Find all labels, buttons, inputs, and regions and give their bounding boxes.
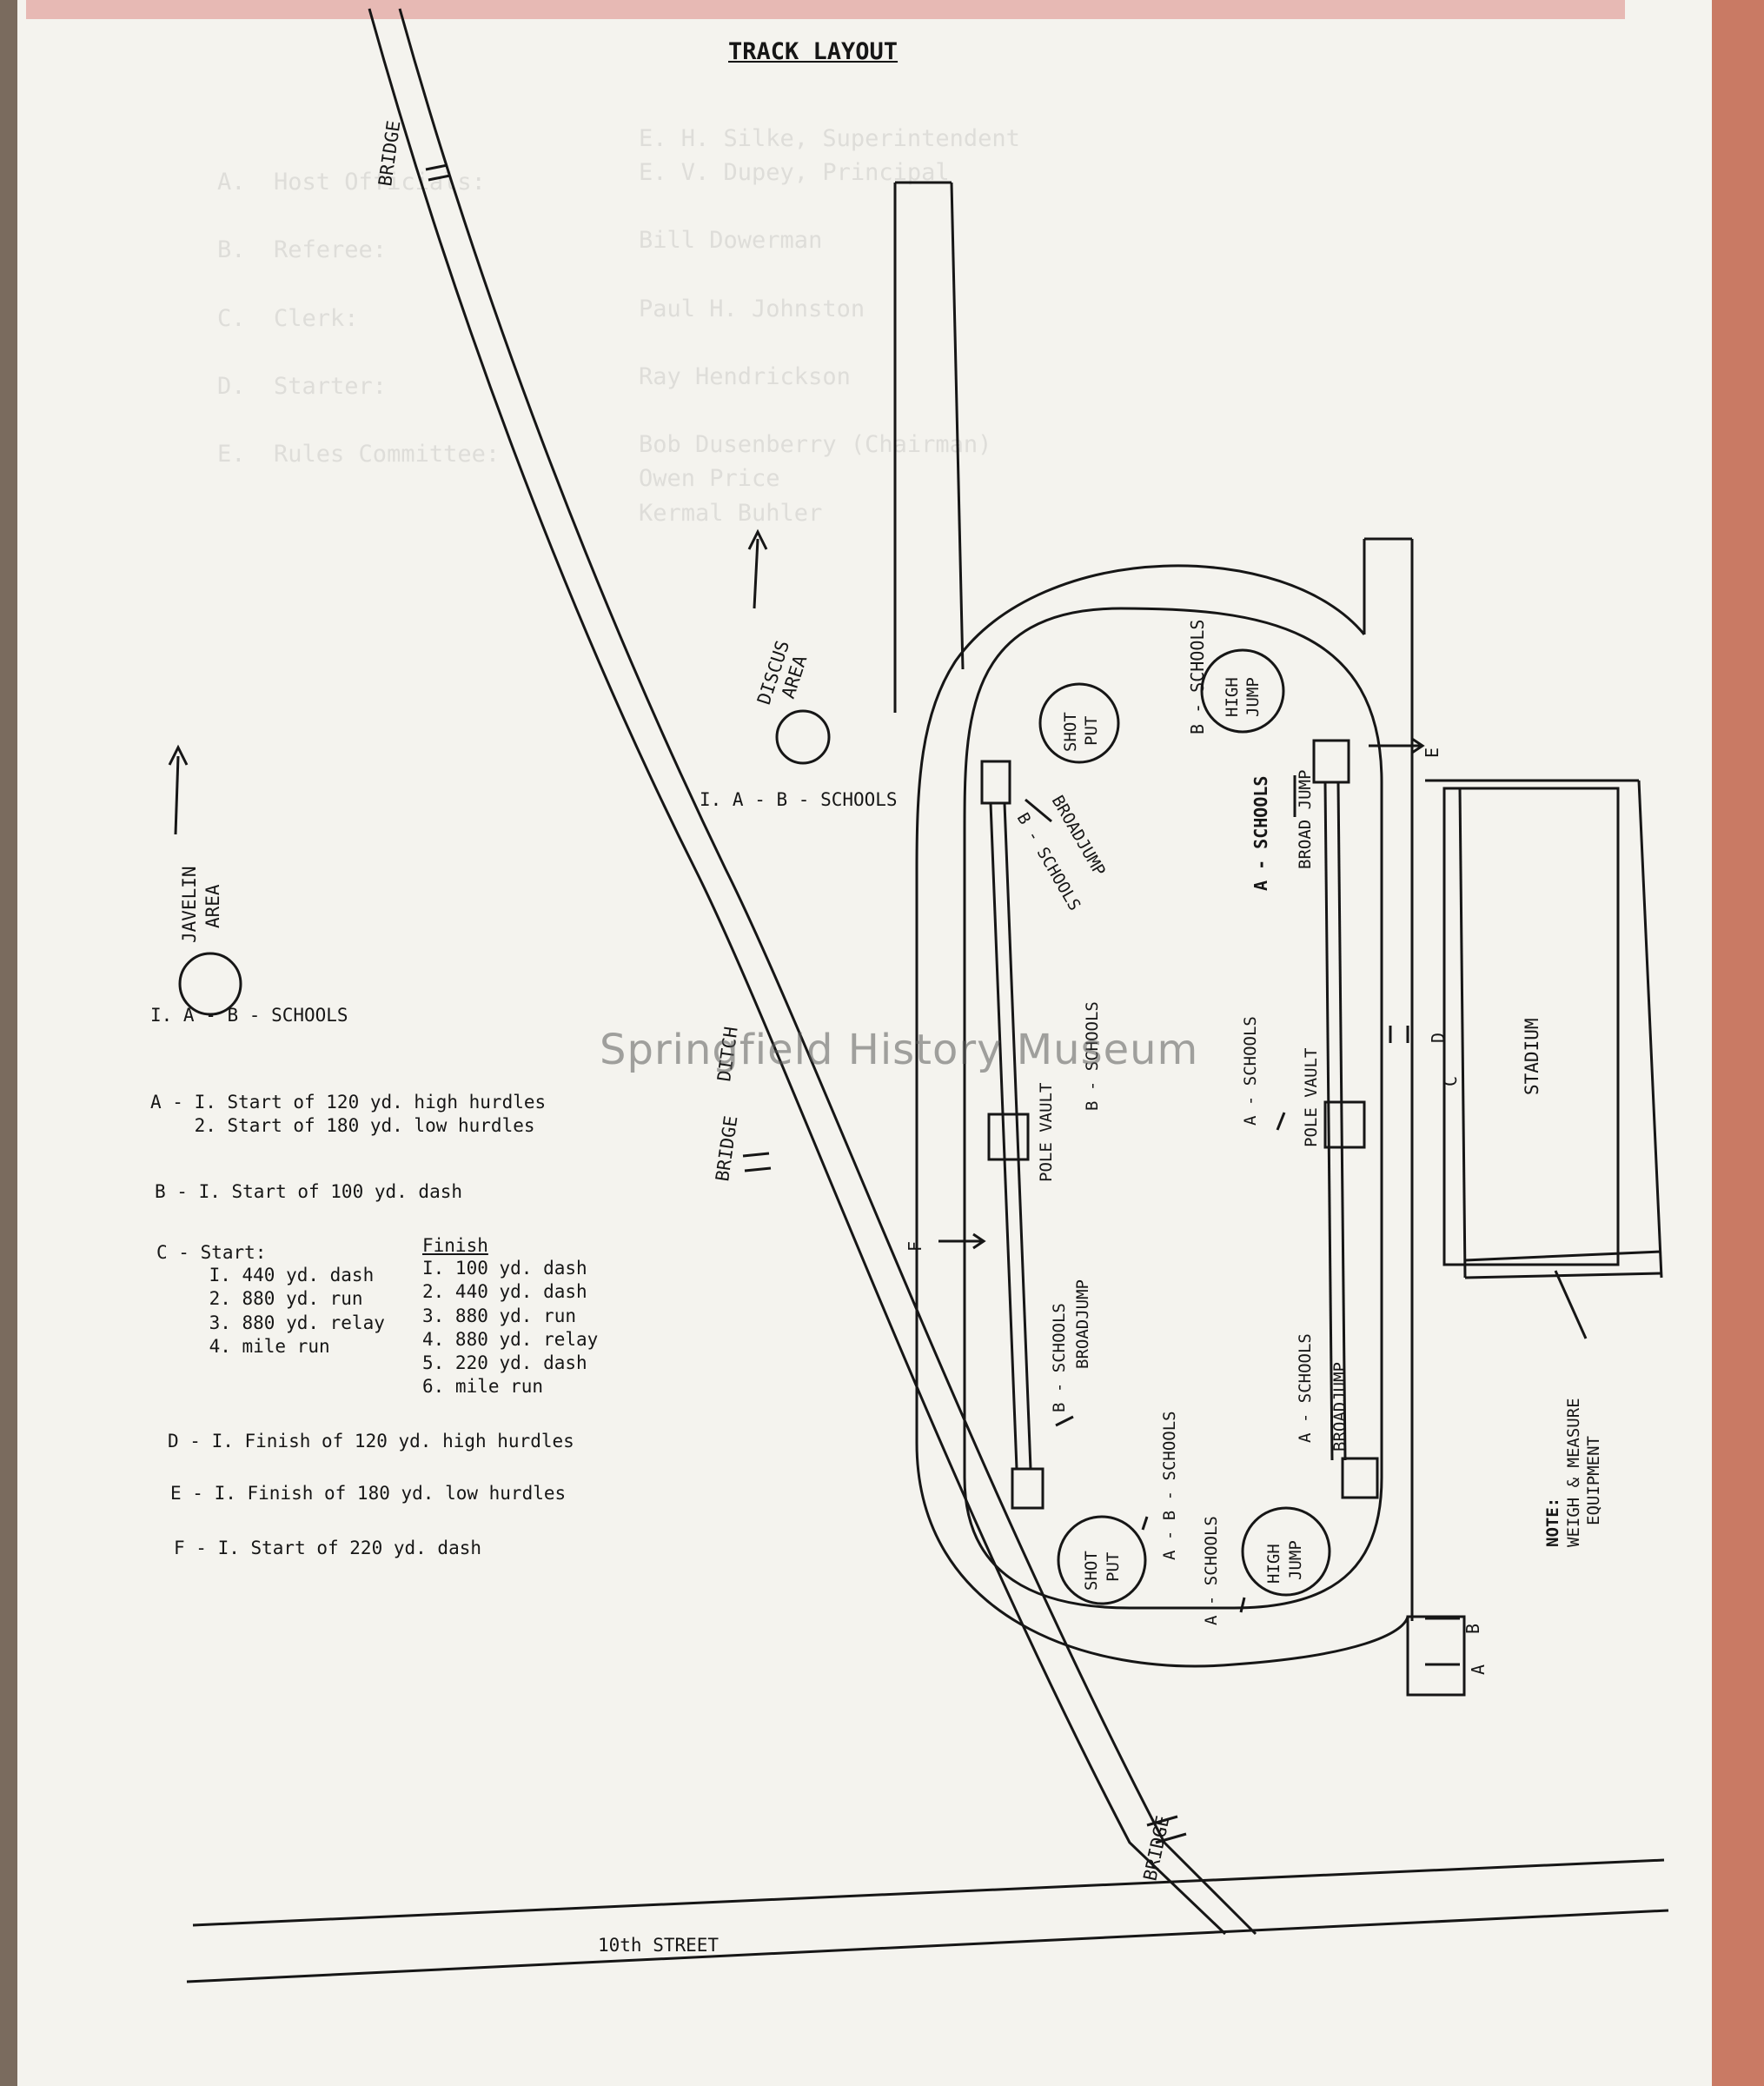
paper-sheet xyxy=(17,0,1712,2086)
marker-f: F xyxy=(905,1241,925,1252)
shot-put-circle-top xyxy=(1038,682,1120,764)
marker-e: E xyxy=(1422,747,1442,758)
ab-schools-bottom-left: A - B - SCHOOLS xyxy=(1160,1411,1179,1560)
high-jump-bottom-1: HIGH xyxy=(1264,1544,1283,1584)
marker-c: C xyxy=(1440,1076,1461,1086)
a-schools-top-right: A - SCHOOLS xyxy=(1250,776,1271,891)
high-jump-top-2: JUMP xyxy=(1243,677,1263,717)
shot-put-bottom-2: PUT xyxy=(1104,1552,1123,1582)
legend-e: E - I. Finish of 180 yd. low hurdles xyxy=(170,1483,567,1504)
note-label-1: NOTE: xyxy=(1543,1498,1562,1547)
background-strip xyxy=(26,0,1625,19)
b-schools-top-right: B - SCHOOLS xyxy=(1187,620,1208,734)
pole-vault-right: POLE VAULT xyxy=(1302,1048,1321,1147)
shot-put-bottom-1: SHOT xyxy=(1082,1551,1101,1591)
stadium-label: STADIUM xyxy=(1522,1018,1542,1095)
runway-left xyxy=(980,760,1044,1510)
marker-b: B xyxy=(1462,1624,1483,1634)
bridge-bottom xyxy=(1146,1815,1187,1844)
javelin-circle xyxy=(178,952,242,1016)
legend-c-finish: I. 100 yd. dash 2. 440 yd. dash 3. 880 y… xyxy=(422,1258,599,1398)
ditch-left-edge xyxy=(368,8,1227,1936)
a-schools-bottom-right: A - SCHOOLS xyxy=(1296,1333,1315,1443)
bleed-through-left: A. Host Officials: B. Referee: C. Clerk:… xyxy=(217,169,501,468)
inner-oval xyxy=(963,607,1383,1610)
broad-jump-bottom-left: BROADJUMP xyxy=(1073,1279,1092,1369)
shot-put-circle-bottom xyxy=(1057,1515,1147,1605)
bleed-through-right: E. H. Silke, Superintendent E. V. Dupey,… xyxy=(639,125,1020,527)
ditch-right-edge xyxy=(398,8,1257,1936)
outer-track xyxy=(915,564,1409,1677)
legend-f: F - I. Start of 220 yd. dash xyxy=(174,1538,482,1558)
watermark: Springfield History Museum xyxy=(600,1026,1199,1074)
legend-c-start: I. 440 yd. dash 2. 880 yd. run 3. 880 yd… xyxy=(209,1265,385,1357)
legend-b: B - I. Start of 100 yd. dash xyxy=(155,1181,463,1202)
discus-schools-label: I. A - B - SCHOOLS xyxy=(700,789,898,810)
marker-a: A xyxy=(1468,1664,1489,1675)
marker-d: D xyxy=(1428,1033,1449,1043)
high-jump-circle-bottom xyxy=(1241,1506,1331,1597)
javelin-label-2: AREA xyxy=(202,884,223,928)
legend-a: A - I. Start of 120 yd. high hurdles 2. … xyxy=(150,1092,547,1137)
runway-right xyxy=(1312,739,1379,1499)
bridge-label-middle: BRIDGE xyxy=(712,1114,741,1182)
background-edge xyxy=(1712,0,1764,2086)
broad-jump-top-right: BROAD JUMP xyxy=(1296,770,1315,869)
page-title: TRACK LAYOUT xyxy=(728,38,899,65)
legend-d: D - I. Finish of 120 yd. high hurdles xyxy=(168,1431,574,1452)
broad-jump-bottom-right: BROADJUMP xyxy=(1330,1362,1350,1452)
legend-c-finish-heading: Finish xyxy=(422,1235,488,1256)
b-schools-bottom-left: B - SCHOOLS xyxy=(1050,1303,1069,1412)
bridge-middle xyxy=(742,1152,772,1173)
bridge-top xyxy=(425,163,451,182)
bridge-label-top: BRIDGE xyxy=(375,119,404,187)
pole-vault-left: POLE VAULT xyxy=(1037,1083,1056,1182)
street-top-line xyxy=(192,1858,1665,1927)
a-schools-mid-right: A - SCHOOLS xyxy=(1241,1016,1260,1126)
a-schools-bottom-left: A - SCHOOLS xyxy=(1202,1516,1221,1625)
note-label-2: WEIGH & MEASURE xyxy=(1564,1398,1583,1547)
shot-put-top-2: PUT xyxy=(1082,716,1101,746)
javelin-schools-label: I. A - B - SCHOOLS xyxy=(150,1005,348,1026)
high-jump-bottom-2: JUMP xyxy=(1286,1540,1305,1580)
shot-put-top-1: SHOT xyxy=(1061,712,1080,752)
legend-c-start-heading: C - Start: xyxy=(156,1242,267,1263)
b-schools-left: B - SCHOOLS xyxy=(1083,1001,1102,1111)
high-jump-circle-top xyxy=(1200,648,1285,734)
high-jump-top-1: HIGH xyxy=(1223,677,1242,717)
discus-circle xyxy=(775,709,831,765)
note-label-3: EQUIPMENT xyxy=(1584,1436,1603,1525)
street-bottom-line xyxy=(186,1909,1669,1983)
javelin-label-1: JAVELIN xyxy=(179,866,200,943)
street-label: 10th STREET xyxy=(598,1935,719,1956)
stadium-box xyxy=(1442,787,1620,1266)
